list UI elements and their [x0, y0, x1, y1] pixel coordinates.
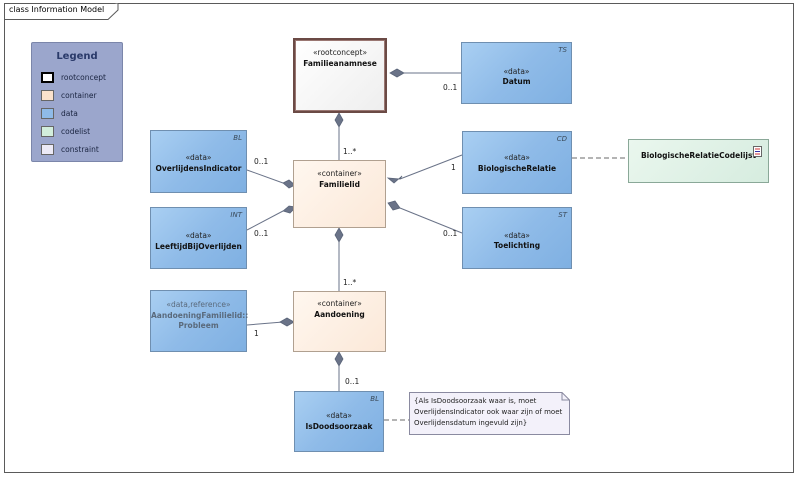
multiplicity-familielid: 1..*	[343, 147, 357, 156]
constraint-note[interactable]: {Als IsDoodsoorzaak waar is, moet Overli…	[409, 392, 570, 435]
class-name: Familielid	[319, 180, 360, 189]
association-familielid-toelichting	[399, 207, 463, 234]
class-isdoodsoorzaak[interactable]: BL «data» IsDoodsoorzaak	[294, 391, 384, 452]
note-shape	[409, 392, 570, 435]
class-name: BiologischeRelatieCodelijst	[640, 151, 757, 160]
legend-label-data: data	[61, 109, 78, 118]
datatype-label: ST	[558, 211, 567, 219]
legend-swatch-data	[41, 108, 54, 119]
stereotype-label: «container»	[317, 299, 362, 308]
stereotype-label: «container»	[317, 169, 362, 178]
diamond-aandoening-aandoeningfamilielid	[279, 317, 295, 327]
note-line-2: OverlijdensIndicator ook waar zijn of mo…	[414, 408, 563, 416]
diamond-familieanamnese-familielid	[334, 112, 344, 128]
note-line-3: Overlijdensdatum ingevuld zijn}	[414, 419, 528, 427]
class-aandoeningfamilielid-probleem[interactable]: «data,reference» AandoeningFamilielid:: …	[150, 290, 249, 352]
legend: Legend rootconcept container data codeli…	[31, 42, 123, 162]
datatype-label: BL	[233, 134, 242, 142]
legend-label-constraint: constraint	[61, 145, 99, 154]
multiplicity-leeftijdbijoverlijden: 0..1	[254, 229, 269, 238]
association-familielid-overlijdensindicator	[246, 169, 284, 184]
stereotype-label: «data»	[503, 67, 530, 76]
class-familieanamnese[interactable]: «rootconcept» Familieanamnese	[293, 38, 387, 113]
multiplicity-aandoeningfamilielid: 1	[254, 329, 259, 338]
note-line-1: {Als IsDoodsoorzaak waar is, moet	[414, 397, 537, 405]
class-leeftijdbijoverlijden[interactable]: INT «data» LeeftijdBijOverlijden	[150, 207, 247, 269]
class-name: Aandoening	[314, 310, 365, 319]
legend-label-rootconcept: rootconcept	[61, 73, 106, 82]
diagram-frame	[4, 3, 794, 473]
class-toelichting[interactable]: ST «data» Toelichting	[462, 207, 572, 269]
multiplicity-isdoodsoorzaak: 0..1	[345, 377, 360, 386]
class-name-line1: AandoeningFamilielid::	[151, 311, 249, 320]
datatype-label: BL	[370, 395, 379, 403]
legend-label-codelist: codelist	[61, 127, 91, 136]
class-name: LeeftijdBijOverlijden	[155, 242, 242, 251]
multiplicity-aandoening: 1..*	[343, 278, 357, 287]
legend-label-container: container	[61, 91, 97, 100]
stereotype-label: «data,reference»	[166, 300, 231, 309]
association-familielid-biologischerelatie	[399, 154, 463, 180]
multiplicity-biologischerelatie: 1	[451, 163, 456, 172]
class-name: Familieanamnese	[303, 59, 377, 68]
class-name: BiologischeRelatie	[477, 164, 557, 173]
multiplicity-toelichting: 0..1	[443, 229, 458, 238]
datatype-label: TS	[558, 46, 567, 54]
class-overlijdensindicator[interactable]: BL «data» OverlijdensIndicator	[150, 130, 247, 193]
association-aandoening-aandoeningfamilielid	[246, 321, 284, 326]
stereotype-label: «data»	[325, 411, 353, 420]
datatype-label: CD	[556, 135, 567, 143]
legend-swatch-codelist	[41, 126, 54, 137]
legend-swatch-constraint	[41, 144, 54, 155]
diamond-familielid-biologischerelatie	[386, 175, 403, 184]
diamond-aandoening-isdoodsoorzaak	[334, 351, 344, 367]
class-name: IsDoodsoorzaak	[305, 422, 373, 431]
diamond-familielid-aandoening	[334, 227, 344, 243]
datatype-label: INT	[230, 211, 242, 219]
class-name: Datum	[502, 77, 531, 86]
class-biologischerelatiecodelijst[interactable]: BiologischeRelatieCodelijst	[628, 139, 769, 183]
legend-title: Legend	[56, 51, 98, 62]
multiplicity-datum: 0..1	[443, 83, 458, 92]
diamond-familieanamnese-datum	[389, 68, 405, 78]
frame-title-tab	[4, 3, 119, 20]
stereotype-label: «data»	[185, 231, 212, 240]
stereotype-label: «data»	[503, 153, 531, 162]
multiplicity-overlijdensindicator: 0..1	[254, 157, 269, 166]
diamond-familielid-toelichting	[387, 200, 401, 211]
stereotype-label: «data»	[503, 231, 531, 240]
stereotype-label: «data»	[185, 153, 212, 162]
class-name-line2: Probleem	[178, 321, 219, 330]
legend-swatch-rootconcept	[41, 72, 54, 83]
class-biologischerelatie[interactable]: CD «data» BiologischeRelatie	[462, 131, 572, 194]
class-datum[interactable]: TS «data» Datum	[461, 42, 572, 104]
stereotype-label: «rootconcept»	[312, 48, 368, 57]
legend-swatch-container	[41, 90, 54, 101]
frame-title: class Information Model	[9, 5, 105, 14]
association-familielid-leeftijdbijoverlijden	[246, 210, 284, 231]
class-familielid[interactable]: «container» Familielid	[293, 160, 386, 228]
enumeration-icon	[753, 146, 762, 157]
class-name: Toelichting	[493, 241, 541, 250]
class-aandoening[interactable]: «container» Aandoening	[293, 291, 386, 352]
class-name: OverlijdensIndicator	[155, 164, 242, 173]
